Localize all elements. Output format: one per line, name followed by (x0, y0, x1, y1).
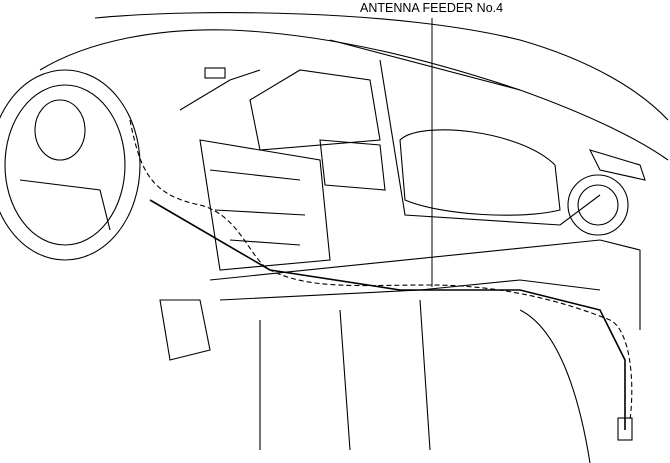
main-harness (149, 199, 626, 430)
steering-wheel (0, 69, 141, 261)
dashboard-outline (94, 12, 669, 121)
antenna-harness (129, 119, 633, 421)
glovebox-panel (399, 129, 561, 216)
center-console (199, 139, 331, 271)
right-vent (567, 174, 629, 236)
antenna-feeder-label: ANTENNA FEEDER No.4 (360, 1, 504, 15)
connector (204, 67, 226, 79)
